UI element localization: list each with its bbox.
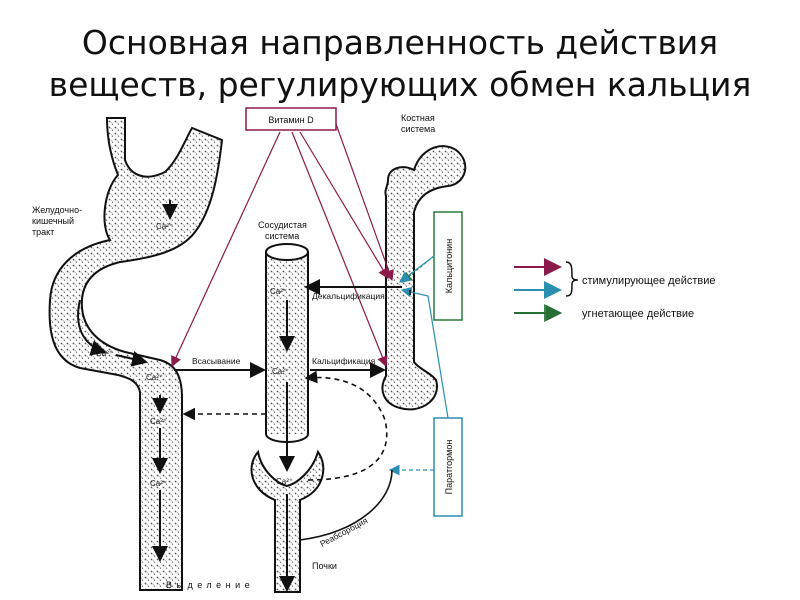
absorption-label: Всасывание [192,356,241,366]
legend-inhibiting-label: угнетающее действие [582,308,694,320]
reabsorption-curve [299,469,393,541]
bone-label-1: Костная [401,113,435,123]
title-line-2: веществ, регулирующих обмен кальция [48,65,752,104]
vitamin-d-arrows [171,123,394,368]
legend-stimulating-label: стимулирующее действие [582,275,715,287]
kidneys-label: Почки [312,561,337,571]
decalcification-label: Декальцификация [312,291,385,301]
parathormone-label: Паратгормон [444,440,454,495]
ca-label-gut-1: Ca²⁺ [146,373,163,382]
dashed-flow-arrows [182,290,411,481]
ca-label-intestine: Ca²⁺ [96,349,113,358]
bone-label-2: система [401,124,435,134]
calcitonin-label: Кальцитонин [444,239,454,293]
gi-label-2: кишечный [32,216,74,226]
ca-label-gut-2: Ca²⁺ [150,417,167,426]
ca-label-vessel-mid: Ca²⁺ [272,367,289,376]
vascular-label-2: система [265,231,299,241]
ca-label-gut-3: Ca²⁺ [150,479,167,488]
vitamin-d-label: Витамин D [268,115,314,125]
ca-label-kidney: Ca²⁺ [276,477,293,486]
ca-label-stomach: Ca²⁺ [156,222,173,231]
ca-label-vessel-top: Ca²⁺ [270,287,287,296]
reabsorption-label: Реабсорбция [318,515,369,549]
calcium-flow-arrows [77,200,402,592]
ca-labels: Ca²⁺ Ca²⁺ Ca²⁺ Ca²⁺ Ca²⁺ Ca²⁺ Ca²⁺ Ca²⁺ [96,222,293,488]
excretion-label: Выделение [166,580,254,590]
vitamin-d-box [245,107,337,131]
title-line-1: Основная направленность действия [81,23,719,62]
gi-tract-shape [48,117,224,591]
slide-title: Основная направленность действия веществ… [40,22,760,106]
vascular-label-1: Сосудистая [258,220,307,230]
bone-shape [381,145,467,411]
legend: стимулирующее действие угнетающее действ… [514,258,715,322]
calcitonin-box [433,211,463,321]
parathormone-box [433,417,463,517]
legend-brace [565,261,579,297]
gi-label-3: тракт [32,227,54,237]
calcification-label: Кальцификация [312,356,376,366]
gi-label-1: Желудочно- [32,205,82,215]
